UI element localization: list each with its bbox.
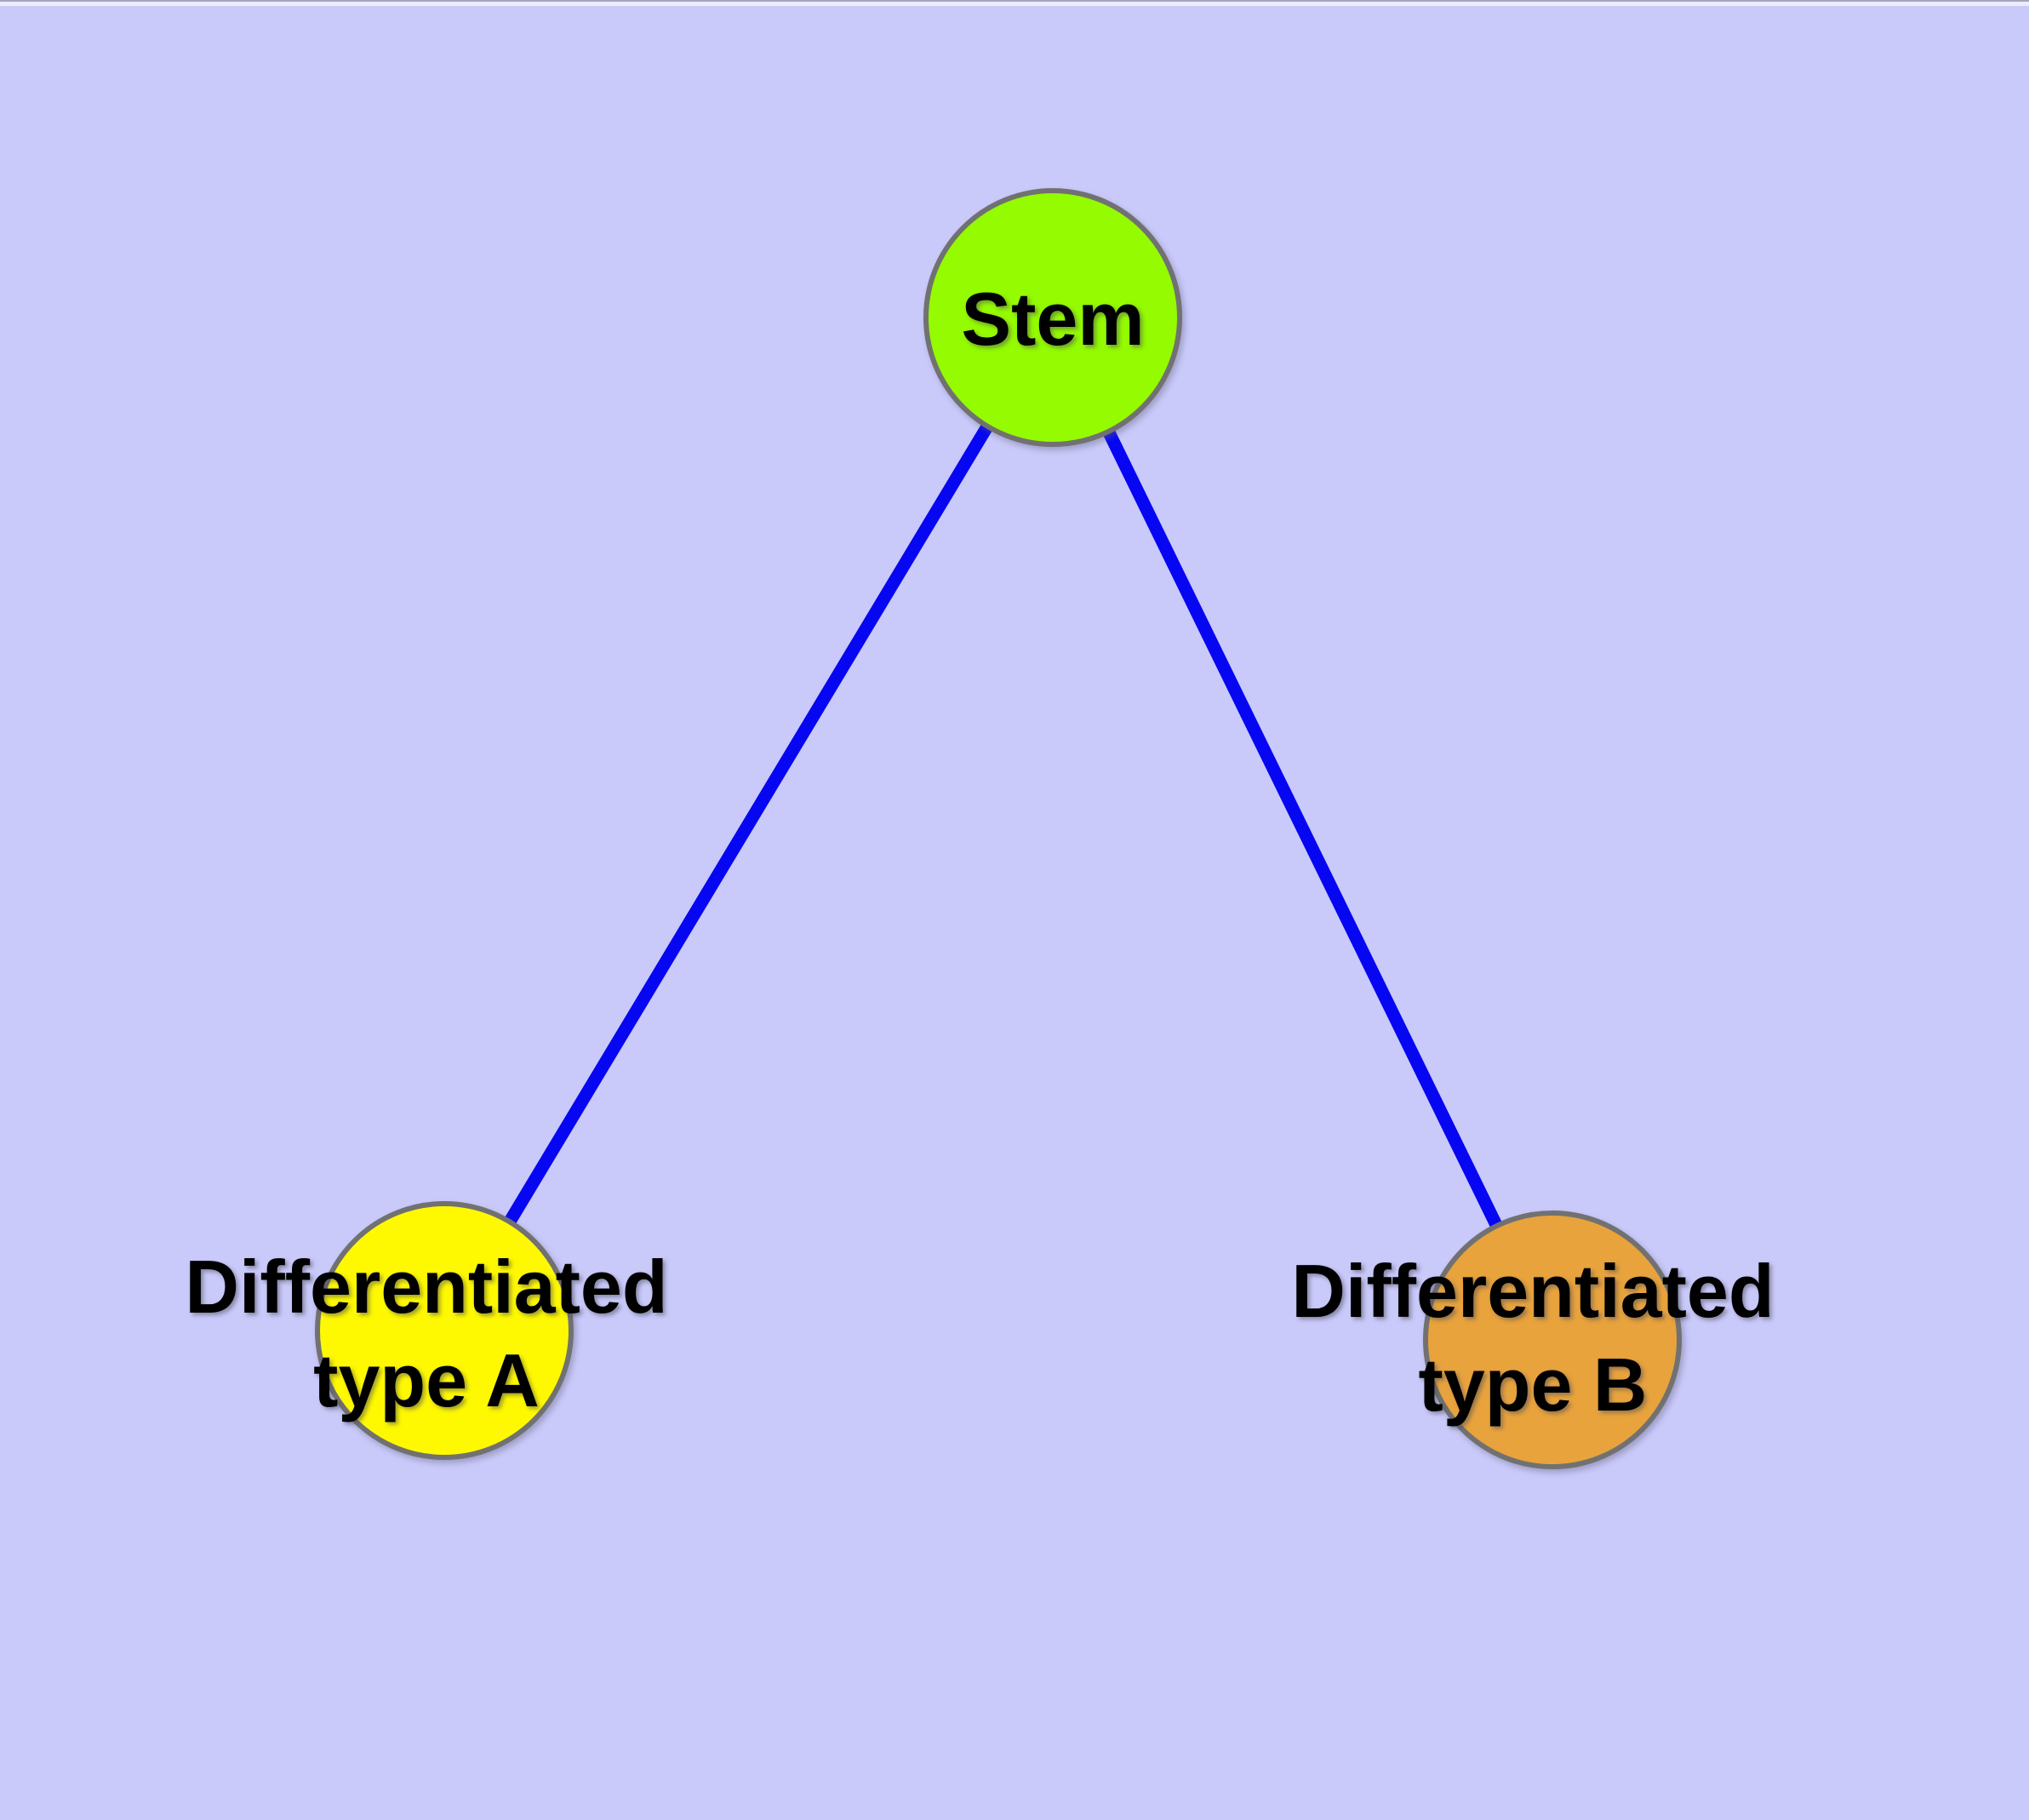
edge-stem-to-type-b [1047,314,1558,1343]
differentiated-type-a-node-circle [315,1201,574,1460]
window-top-edge [0,0,2029,6]
stem-node-label: Stem [961,277,1145,361]
stem-node-circle [923,188,1182,447]
edge-stem-to-type-a [438,314,1059,1334]
differentiated-type-a-node-label: Differentiated type A [185,1245,668,1422]
differentiated-type-b-node-label: Differentiated type B [1291,1249,1775,1427]
differentiated-type-b-node-circle [1423,1210,1682,1469]
